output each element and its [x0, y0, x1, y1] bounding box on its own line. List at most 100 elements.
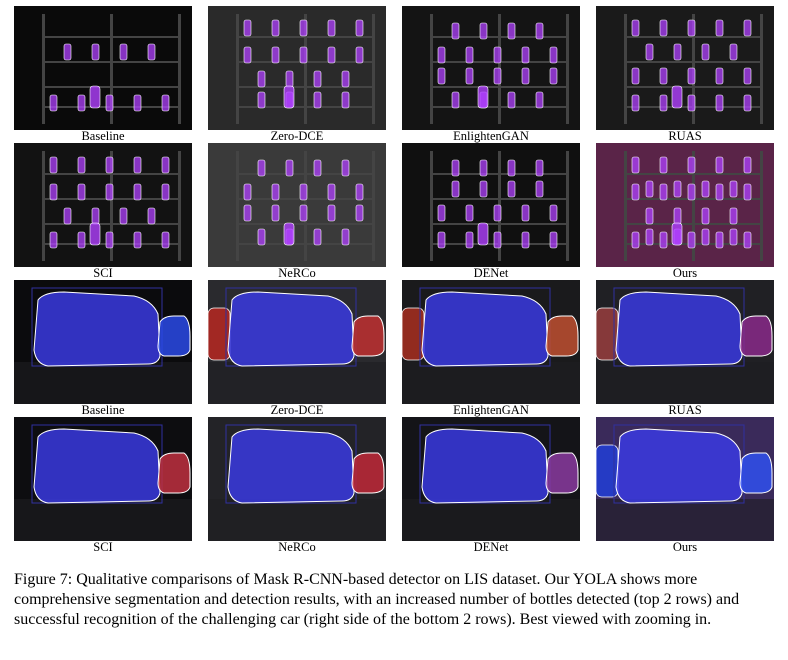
bottle-mask: [341, 70, 350, 88]
fridge-frame: [110, 14, 113, 124]
bottle-mask: [645, 43, 654, 61]
fridge-frame: [760, 151, 763, 261]
car-mask: [739, 315, 773, 357]
figure-cell: RUAS: [596, 280, 774, 417]
result-image-drawing: [14, 417, 192, 541]
method-label: Baseline: [81, 129, 125, 143]
result-image-drawing: [596, 417, 774, 541]
shelf: [624, 86, 763, 88]
bottle-mask: [687, 19, 696, 37]
road: [402, 362, 580, 404]
shelf: [236, 173, 375, 175]
bottle-mask: [743, 231, 752, 249]
bottle-mask: [243, 19, 252, 37]
method-label: NeRCo: [278, 266, 316, 280]
bottle-mask: [507, 180, 516, 198]
bottle-mask: [147, 207, 156, 225]
bottle-mask: [743, 19, 752, 37]
fridge-frame: [178, 151, 181, 261]
shelf: [42, 173, 181, 175]
bottle-mask: [161, 94, 170, 112]
bottle-mask: [299, 183, 308, 201]
bottle-mask: [631, 156, 640, 174]
bottle-mask: [659, 19, 668, 37]
bus-mask: [421, 428, 549, 504]
bottle-mask: [243, 204, 252, 222]
bottle-mask: [493, 204, 502, 222]
figure-cell: Zero-DCE: [208, 6, 386, 143]
bus-mask: [421, 291, 549, 367]
result-image-drawing: [596, 6, 774, 130]
bottle-mask: [313, 228, 322, 246]
bottle-mask: [105, 94, 114, 112]
result-image: [208, 143, 386, 267]
bottle-mask: [479, 22, 488, 40]
bottle-mask: [743, 156, 752, 174]
method-label: DENet: [473, 540, 509, 554]
figure-cell: EnlightenGAN: [402, 6, 580, 143]
bottle-mask: [645, 180, 654, 198]
result-image: [14, 6, 192, 130]
bottle-mask: [77, 94, 86, 112]
shelf: [430, 173, 569, 175]
bottle-mask: [133, 231, 142, 249]
bottle-mask: [673, 43, 682, 61]
fridge-frame: [372, 151, 375, 261]
result-image-drawing: [14, 6, 192, 130]
bottle-mask: [701, 228, 710, 246]
result-image: [402, 6, 580, 130]
shelf: [430, 36, 569, 38]
method-label: RUAS: [668, 403, 702, 417]
bottle-mask: [729, 207, 738, 225]
bottle-mask: [715, 19, 724, 37]
method-label: SCI: [93, 540, 113, 554]
bus-mask: [227, 428, 355, 504]
bottle-mask: [701, 180, 710, 198]
bottle-mask: [645, 228, 654, 246]
left-car-mask: [596, 444, 619, 498]
fridge-frame: [236, 14, 239, 124]
bottle-mask: [63, 43, 72, 61]
bottle-mask: [283, 85, 295, 109]
bottle-mask: [493, 46, 502, 64]
bus-mask: [33, 428, 161, 504]
method-label: Ours: [672, 266, 698, 280]
bottle-mask: [465, 204, 474, 222]
bottle-mask: [243, 183, 252, 201]
bottle-mask: [271, 19, 280, 37]
shelf: [42, 36, 181, 38]
bottle-mask: [89, 85, 101, 109]
car-mask: [545, 452, 579, 494]
shelf: [624, 223, 763, 225]
result-image: [14, 143, 192, 267]
shelf: [236, 223, 375, 225]
figure-cell: Ours: [596, 143, 774, 280]
figure-cell: Baseline: [14, 6, 192, 143]
bottle-mask: [673, 207, 682, 225]
result-image: [14, 417, 192, 541]
bottle-mask: [729, 43, 738, 61]
result-image-drawing: [208, 280, 386, 404]
bus-mask: [615, 291, 743, 367]
bottle-mask: [687, 67, 696, 85]
bottle-mask: [271, 46, 280, 64]
left-car-mask: [596, 307, 619, 361]
bottle-mask: [729, 180, 738, 198]
shelf: [42, 86, 181, 88]
bottle-mask: [147, 43, 156, 61]
bottle-mask: [313, 70, 322, 88]
shelf: [624, 61, 763, 63]
bottle-mask: [743, 67, 752, 85]
method-label: EnlightenGAN: [453, 129, 529, 143]
bottle-mask: [105, 231, 114, 249]
figure-cell: RUAS: [596, 6, 774, 143]
result-image: [402, 417, 580, 541]
shelf: [430, 198, 569, 200]
bus-mask: [227, 291, 355, 367]
result-image: [208, 417, 386, 541]
result-image-drawing: [402, 143, 580, 267]
method-label: Baseline: [81, 403, 125, 417]
bottle-mask: [743, 183, 752, 201]
